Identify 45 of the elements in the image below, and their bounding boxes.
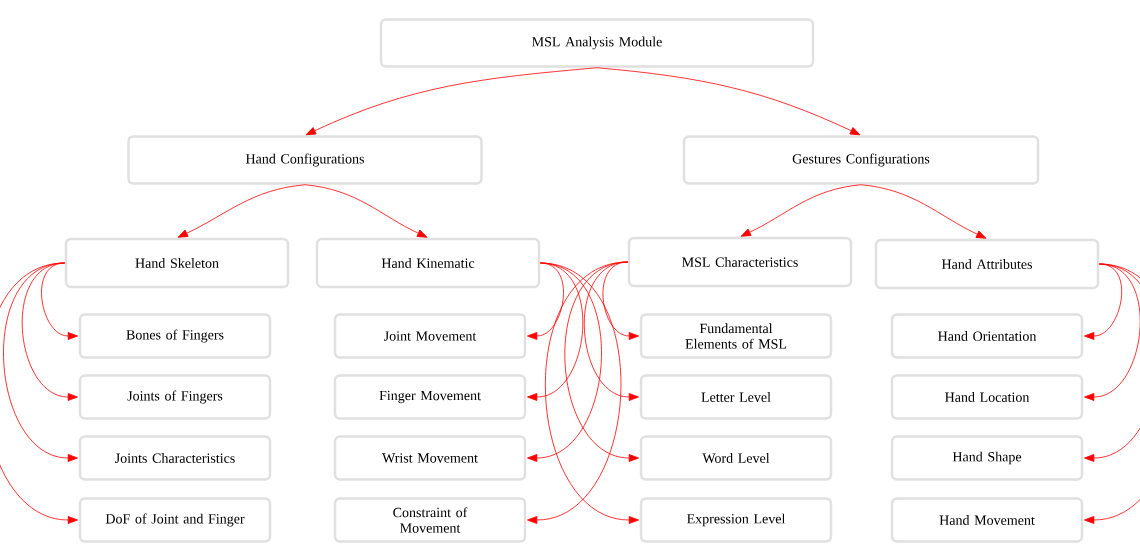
category-box: Gestures Configurations bbox=[682, 135, 1040, 185]
category-box: Hand Attributes bbox=[874, 238, 1100, 290]
item-box: Joint Movement bbox=[333, 313, 527, 359]
arrow bbox=[3, 262, 78, 462]
arrow bbox=[545, 261, 639, 524]
arrow bbox=[22, 262, 78, 401]
arrow bbox=[41, 262, 78, 340]
arrow bbox=[584, 261, 639, 401]
arrow bbox=[564, 261, 639, 462]
item-box: Letter Level bbox=[639, 374, 833, 420]
item-box: Joints Characteristics bbox=[78, 435, 272, 481]
item-box: Word Level bbox=[639, 435, 833, 481]
arrow bbox=[0, 262, 78, 524]
item-box: Finger Movement bbox=[333, 374, 527, 420]
item-box: Fundamental Elements of MSL bbox=[639, 313, 833, 359]
category-box: MSL Analysis Module bbox=[379, 18, 815, 68]
item-box: Expression Level bbox=[639, 497, 833, 543]
arrow bbox=[527, 262, 622, 524]
arrow bbox=[1084, 263, 1140, 462]
arrow bbox=[602, 261, 639, 340]
category-box: Hand Skeleton bbox=[64, 237, 290, 289]
arrow bbox=[527, 262, 583, 401]
item-box: Hand Location bbox=[890, 374, 1084, 420]
arrow bbox=[177, 184, 306, 238]
item-box: Constraint of Movement bbox=[333, 497, 527, 543]
arrow bbox=[860, 184, 987, 239]
arrow bbox=[1084, 263, 1140, 401]
category-box: Hand Kinematic bbox=[315, 237, 541, 289]
arrow bbox=[596, 67, 861, 136]
item-box: DoF of Joint and Finger bbox=[78, 497, 272, 543]
arrow bbox=[740, 184, 862, 237]
category-box: Hand Configurations bbox=[127, 135, 483, 185]
item-box: Hand Movement bbox=[890, 497, 1084, 543]
arrow bbox=[1084, 263, 1123, 340]
arrow bbox=[527, 262, 602, 462]
arrow bbox=[1084, 263, 1140, 524]
item-box: Hand Orientation bbox=[890, 313, 1084, 359]
item-box: Bones of Fingers bbox=[78, 313, 272, 359]
arrow bbox=[304, 184, 428, 238]
item-box: Joints of Fingers bbox=[78, 374, 272, 420]
item-box: Hand Shape bbox=[890, 435, 1084, 481]
category-box: MSL Characteristics bbox=[627, 236, 853, 288]
item-box: Wrist Movement bbox=[333, 435, 527, 481]
arrow bbox=[527, 262, 564, 340]
arrow bbox=[305, 67, 598, 136]
